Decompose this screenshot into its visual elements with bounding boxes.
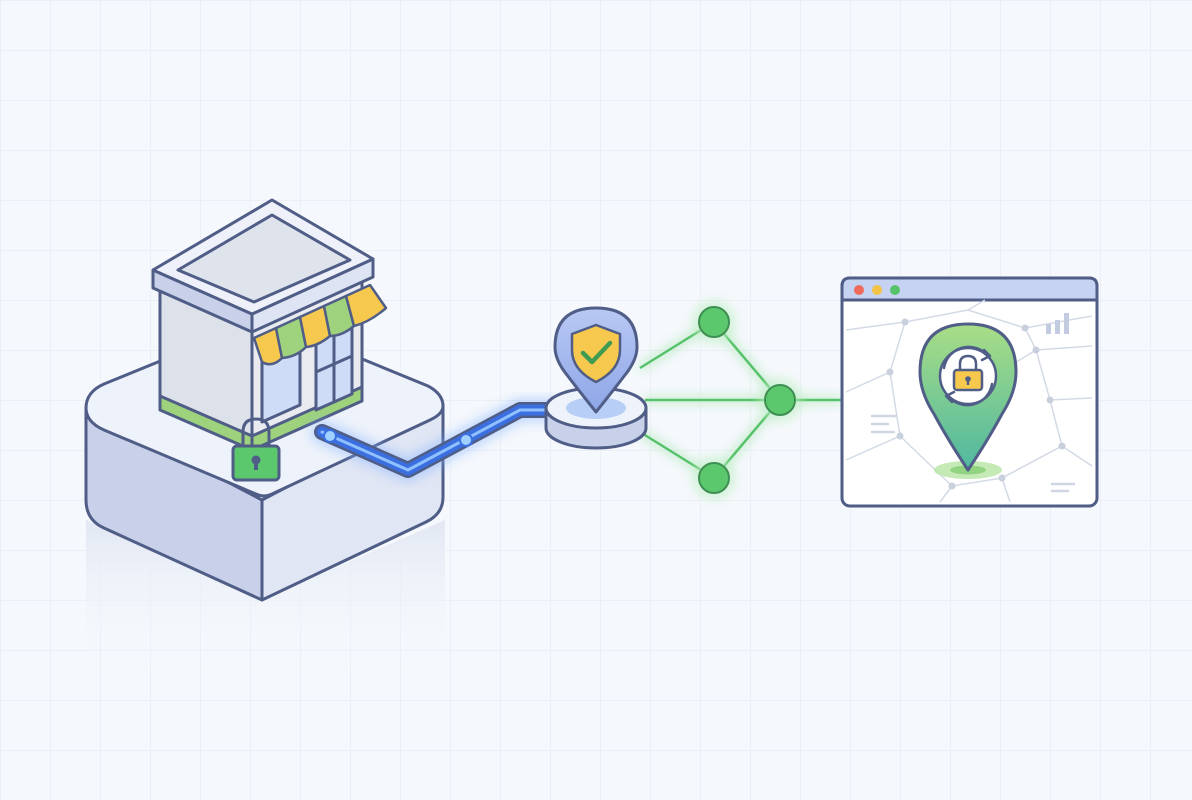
data-link-icon [311, 399, 567, 481]
store-awning [252, 283, 388, 366]
window-maximize-dot [890, 285, 900, 295]
text-lines-left [870, 414, 898, 434]
shield-check-icon [570, 323, 622, 384]
padlock-icon [231, 417, 281, 482]
network-node-icon [692, 300, 802, 500]
map-network-nodes [886, 318, 1066, 490]
storefront-icon [84, 198, 445, 670]
window-close-dot [854, 285, 864, 295]
map-lock-pin-icon [918, 322, 1018, 472]
bar-chart-icon [1046, 313, 1069, 334]
base-shadow [86, 520, 445, 670]
store-roof [151, 198, 375, 334]
text-lines-right [1050, 482, 1076, 493]
window-minimize-dot [872, 285, 882, 295]
